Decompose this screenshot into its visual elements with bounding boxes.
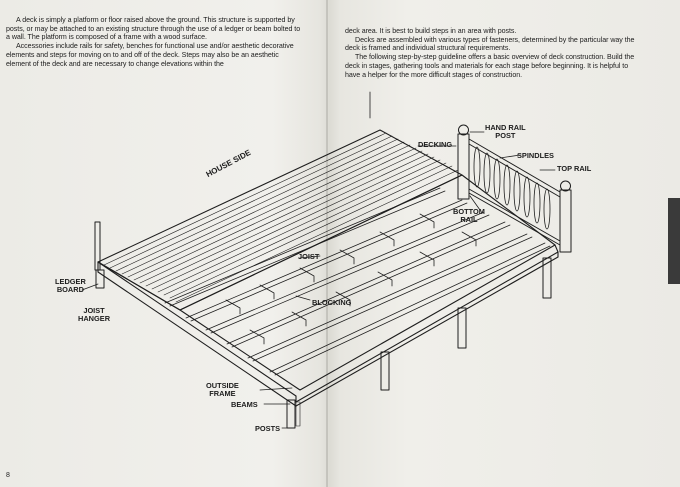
- ledger-board-label: LEDGER BOARD: [55, 278, 86, 294]
- ledger-board-label-line2: BOARD: [56, 285, 84, 294]
- blocking: [225, 213, 477, 345]
- decking-surface: [97, 129, 463, 311]
- right-text-column: deck area. It is best to build steps in …: [345, 27, 645, 79]
- left-paragraph-2: Accessories include rails for safety, be…: [6, 42, 294, 68]
- hand-rail-post-label-line1: HAND RAIL: [485, 123, 526, 132]
- railing: [457, 124, 572, 253]
- hand-rail-post-label: HAND RAIL POST: [485, 124, 526, 140]
- outside-frame-label: OUTSIDE FRAME: [206, 382, 239, 398]
- spindles-label: SPINDLES: [517, 151, 554, 160]
- joist-hanger-label-line2: HANGER: [78, 314, 111, 323]
- joists: [164, 187, 551, 376]
- right-paragraph-1: deck area. It is best to build steps in …: [345, 27, 517, 35]
- beams-label: BEAMS: [231, 400, 258, 409]
- spindles: [473, 146, 551, 230]
- ledger-board-label-line1: LEDGER: [55, 277, 86, 286]
- right-paragraph-3: The following step-by-step guideline off…: [345, 53, 635, 79]
- top-rail-label: TOP RAIL: [557, 164, 592, 173]
- page-edge-tab: [668, 198, 680, 284]
- book-gutter: [326, 0, 328, 487]
- joist-label: JOIST: [298, 252, 320, 261]
- left-text-column: A deck is simply a platform or floor rai…: [6, 16, 304, 68]
- hand-rail-post-label-line2: POST: [495, 131, 516, 140]
- posts-label: POSTS: [255, 424, 281, 433]
- joist-hanger-label-line1: JOIST: [83, 306, 105, 315]
- left-paragraph-1: A deck is simply a platform or floor rai…: [6, 16, 301, 42]
- outside-frame-label-line2: FRAME: [209, 389, 236, 398]
- page-number: 8: [6, 472, 10, 479]
- bottom-rail-label-line2: RAIL: [460, 215, 478, 224]
- ledger-board: [94, 221, 105, 289]
- right-paragraph-2: Decks are assembled with various types o…: [345, 35, 635, 53]
- joist-hanger-label: JOIST HANGER: [78, 307, 110, 323]
- outside-frame-label-line1: OUTSIDE: [206, 381, 239, 390]
- blocking-label: BLOCKING: [312, 298, 352, 307]
- bottom-rail-label-line1: BOTTOM: [453, 207, 485, 216]
- decking-label: DECKING: [418, 140, 453, 149]
- deck-frame: [97, 174, 559, 407]
- pointer-lines: [81, 91, 556, 429]
- bottom-rail-label: BOTTOM RAIL: [453, 208, 485, 224]
- posts: [286, 257, 552, 429]
